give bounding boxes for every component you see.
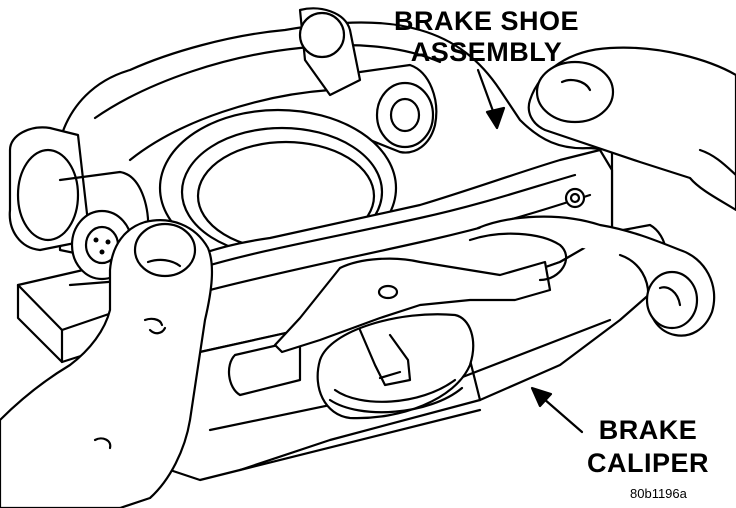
brake-shoe-label-line2: ASSEMBLY	[410, 37, 563, 67]
brake-shoe-label-line1: BRAKE SHOE	[394, 6, 580, 36]
brake-shoe-assembly-label: BRAKE SHOE ASSEMBLY	[394, 8, 579, 70]
figure-code: 80b1196a	[630, 486, 687, 501]
technician-thumb-left	[0, 219, 214, 508]
brake-caliper-label: BRAKE CALIPER	[587, 417, 709, 483]
technician-hand-upper	[527, 46, 736, 212]
brake-caliper-label-line1: BRAKE	[598, 415, 698, 445]
anti-rattle-clip	[273, 257, 552, 387]
caliper-piston	[316, 313, 475, 420]
technician-hand-right	[468, 215, 716, 337]
brake-shoe-leader-arrow	[476, 68, 506, 130]
guide-pin-bolt-right	[298, 7, 438, 154]
brake-caliper-leader-arrow	[530, 386, 584, 434]
brake-caliper-label-line2: CALIPER	[587, 448, 710, 478]
brake-shoe-assembly	[148, 148, 614, 354]
guide-pin-bolt-left	[8, 126, 150, 287]
